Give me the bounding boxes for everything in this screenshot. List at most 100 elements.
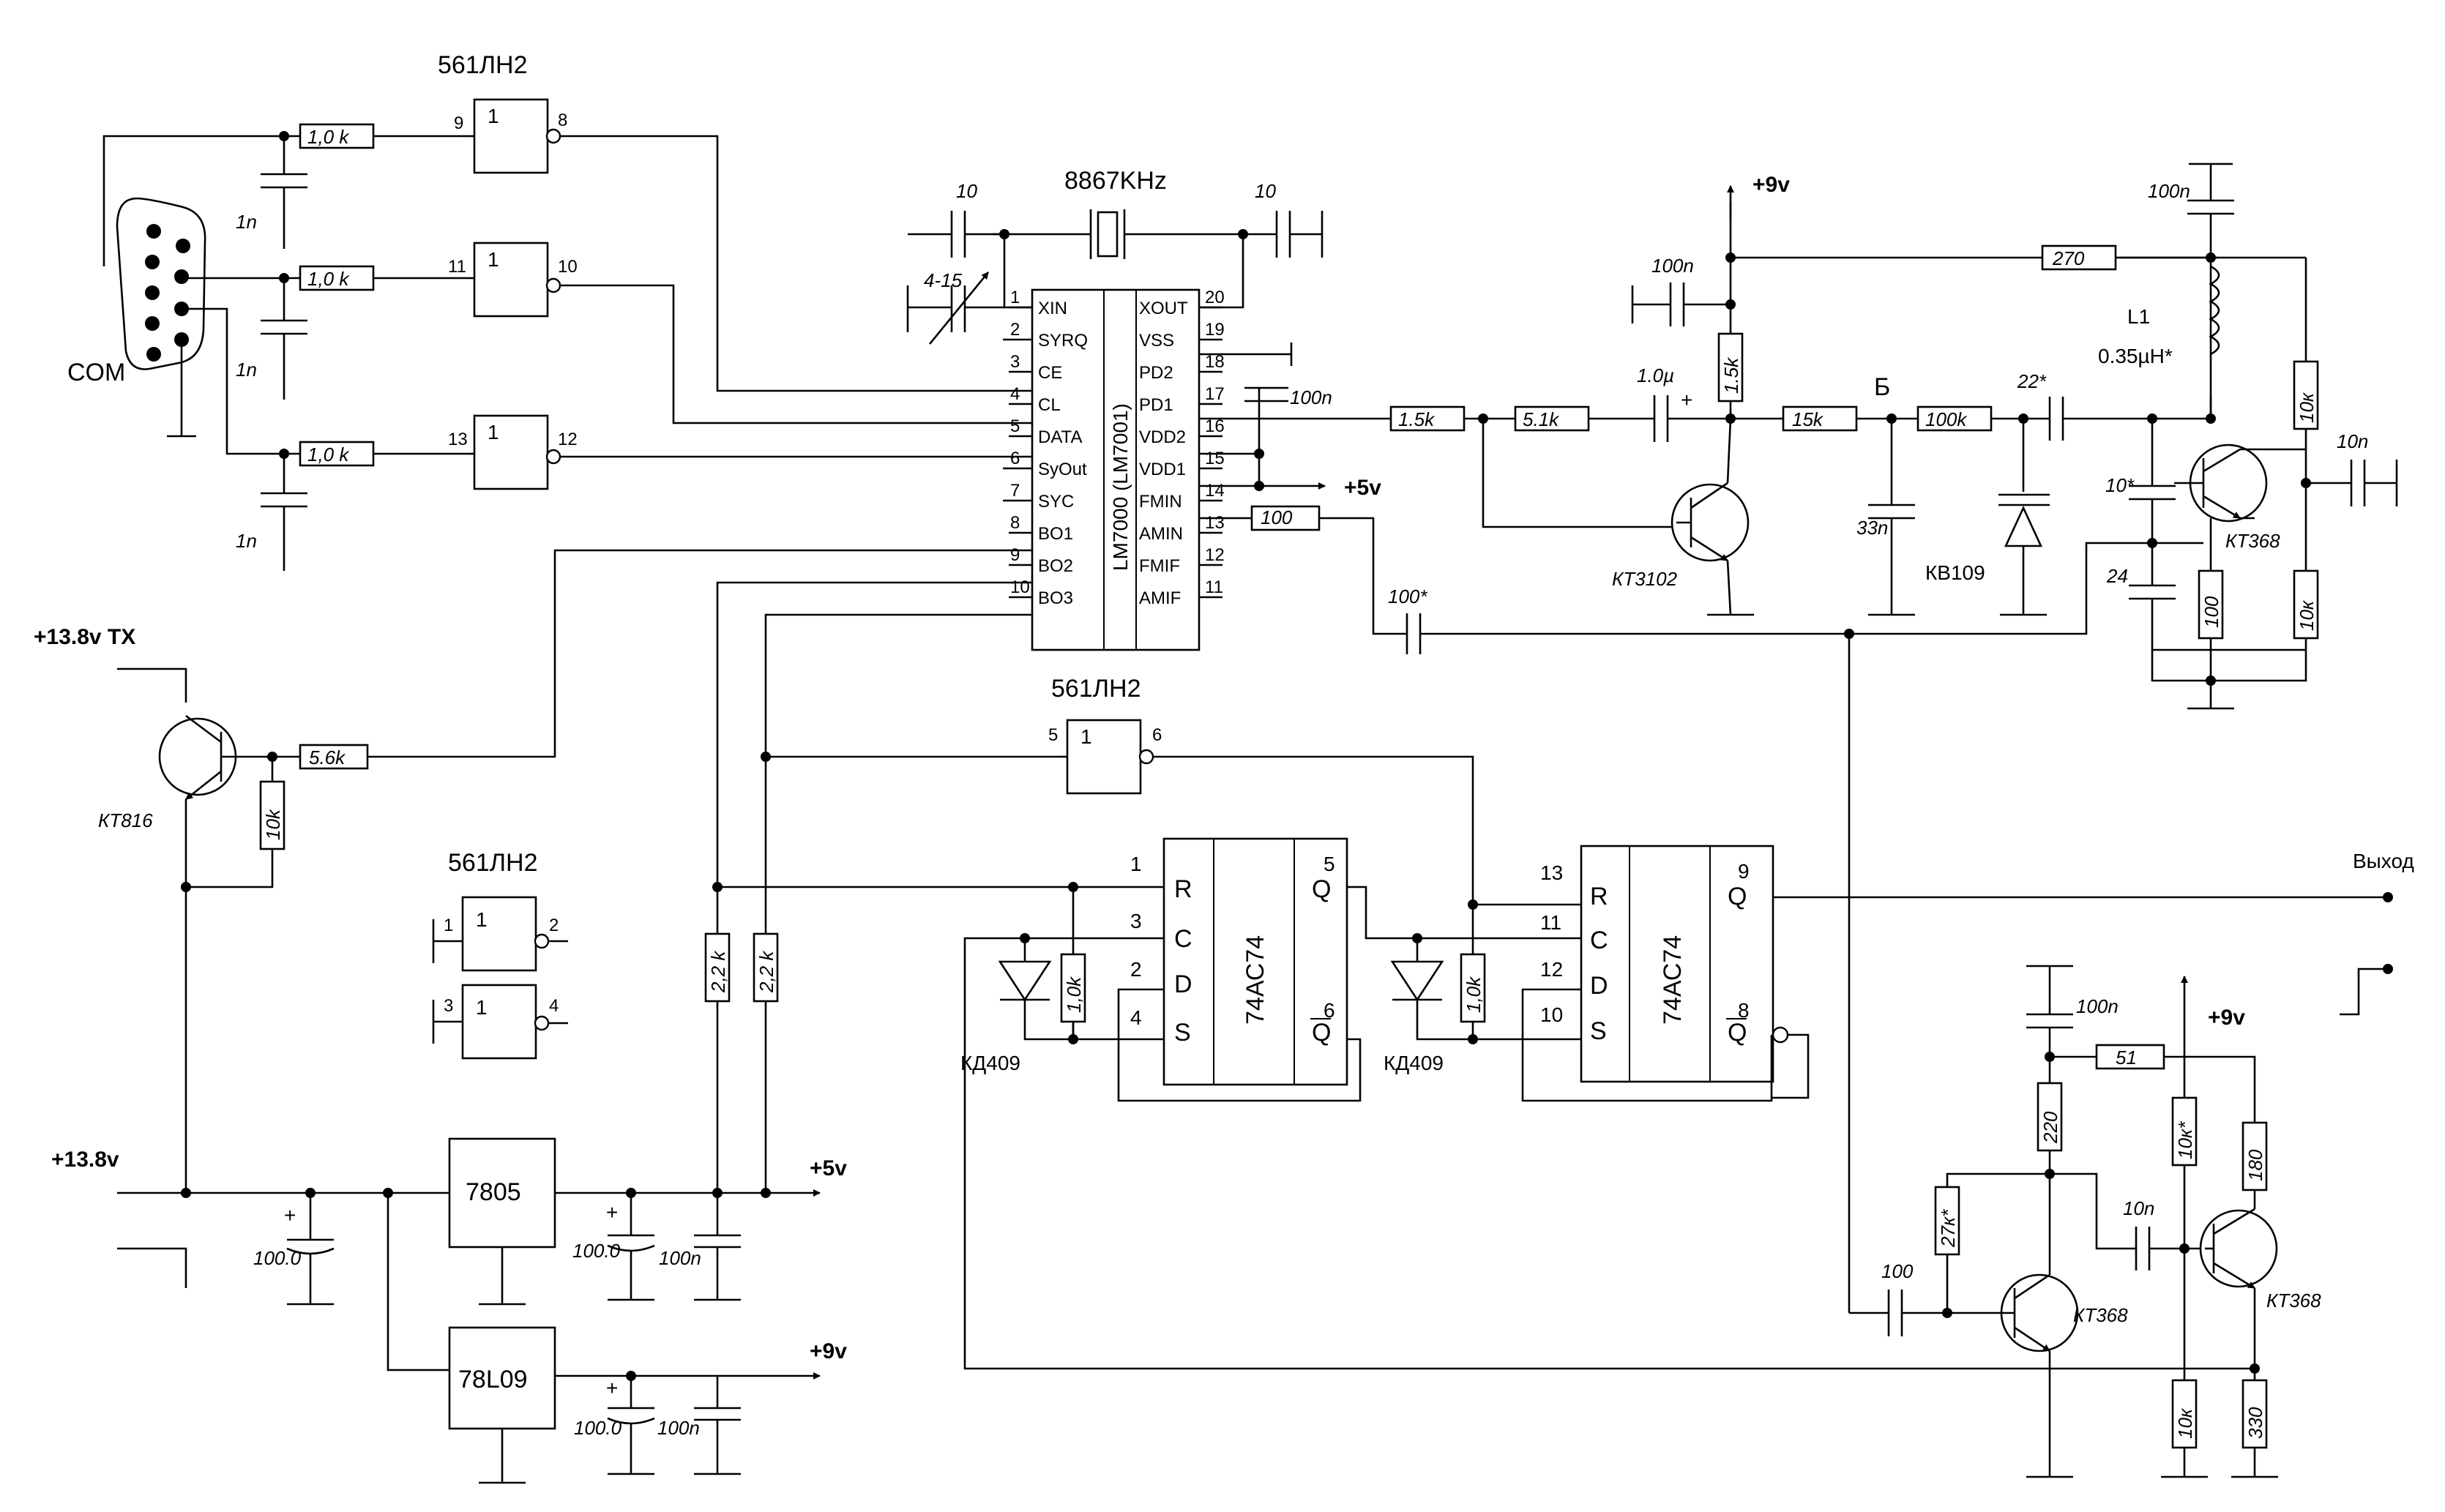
ff2-pin-qn: 8 xyxy=(1738,999,1750,1022)
d1-name: КД409 xyxy=(960,1052,1020,1074)
pll-pin-num-11: 11 xyxy=(1205,577,1223,597)
c-top: 100n xyxy=(2148,180,2190,202)
r-bo3: 2,2 k xyxy=(755,950,777,993)
r-100k: 100k xyxy=(1925,408,1968,430)
sp1-out: 2 xyxy=(549,916,559,935)
r-15k: 15k xyxy=(1792,408,1824,430)
c-amp-in: 100 xyxy=(1881,1260,1914,1282)
r-bo2: 2,2 k xyxy=(707,950,729,993)
pll-pin-name-13: AMIN xyxy=(1139,524,1183,544)
inverter-g4: 561ЛН2 1 5 6 xyxy=(1048,675,1474,905)
com-label: COM xyxy=(67,359,125,386)
inverter-group-top: 561ЛН2 1 9 8 1 11 10 1 13 12 xyxy=(438,51,578,490)
pll-pin-name-9: BO2 xyxy=(1038,556,1073,576)
ff1-d: D xyxy=(1174,970,1192,998)
c-reg5: 100n xyxy=(657,1417,700,1439)
r-com2: 1,0 k xyxy=(307,268,350,290)
ff1-name: 74АС74 xyxy=(1242,935,1269,1025)
r-270: 270 xyxy=(2052,247,2085,269)
pll-pin-num-17: 17 xyxy=(1205,384,1225,404)
c-out: 10n xyxy=(2337,430,2368,452)
pll-pin-name-6: SyOut xyxy=(1038,460,1087,479)
pll-pin-name-1: XIN xyxy=(1038,299,1067,318)
r-51: 51 xyxy=(2116,1047,2137,1068)
ff2-qn: Q xyxy=(1728,1019,1747,1047)
pll-pin-name-10: BO3 xyxy=(1038,588,1073,608)
ff2-pin-r: 13 xyxy=(1540,861,1563,884)
c-coup: 1.0µ xyxy=(1637,364,1674,386)
ff1-qn: Q xyxy=(1312,1019,1331,1047)
kt816: КТ816 xyxy=(98,809,153,831)
ff1-pin-s: 4 xyxy=(1130,1006,1142,1029)
c-com2: 1n xyxy=(236,359,257,381)
r-pd1a: 1.5k xyxy=(1398,408,1436,430)
pll-pin-name-7: SYC xyxy=(1038,492,1074,512)
ff2-pin-d: 12 xyxy=(1540,958,1563,981)
c-22: 22* xyxy=(2017,370,2047,392)
r-d2: 1,0k xyxy=(1463,976,1485,1013)
crystal-section: 8867KHz 10 10 4-15 xyxy=(906,167,1324,345)
ff2-name: 74АС74 xyxy=(1659,935,1687,1025)
c-reg1: 100.0 xyxy=(253,1247,302,1269)
pll-pin-name-16: VDD2 xyxy=(1139,427,1186,447)
r-220: 220 xyxy=(2039,1111,2061,1144)
pll-pin-num-7: 7 xyxy=(1010,481,1020,501)
inv-spare-label: 561ЛН2 xyxy=(448,849,538,877)
kt368-osc: КТ368 xyxy=(2225,530,2280,552)
d2-name: КД409 xyxy=(1384,1052,1444,1074)
ff2-pin-q: 9 xyxy=(1738,860,1750,883)
rail-out5: +5v xyxy=(810,1156,847,1180)
g2-in: 11 xyxy=(448,257,466,277)
c-x1: 10 xyxy=(956,180,977,202)
pll-pin-name-2: SYRQ xyxy=(1038,331,1088,351)
pll-pin-name-5: DATA xyxy=(1038,427,1082,447)
pll-right-nets: 100n +5v 100 100* xyxy=(1199,343,2152,654)
ff1-pin-c: 3 xyxy=(1130,910,1142,932)
r-180: 180 xyxy=(2244,1149,2266,1181)
ff2-s: S xyxy=(1590,1017,1607,1045)
r-330: 330 xyxy=(2244,1407,2266,1439)
com-connector: COM xyxy=(67,197,206,386)
crystal-freq: 8867KHz xyxy=(1064,167,1167,195)
r-27k: 27к* xyxy=(1937,1209,1959,1248)
r-10k-d: 10к xyxy=(2174,1407,2196,1439)
node-b: Б xyxy=(1874,373,1890,401)
g1-in: 9 xyxy=(454,113,463,133)
c-10star: 10* xyxy=(2105,474,2135,496)
rail-plus138: +13.8v xyxy=(51,1148,119,1172)
r-pd1b: 5.1k xyxy=(1523,408,1560,430)
pll-pin-name-18: PD2 xyxy=(1139,363,1173,383)
gate-sym-sp2: 1 xyxy=(476,996,488,1019)
g3-out: 12 xyxy=(558,430,578,449)
c-reg3: 100n xyxy=(659,1247,701,1269)
pll-pin-num-2: 2 xyxy=(1010,320,1020,340)
g3-in: 13 xyxy=(448,430,468,449)
rail-out9: +9v xyxy=(810,1339,847,1363)
pll-pin-name-3: CE xyxy=(1038,363,1062,383)
svg-text:+: + xyxy=(606,1201,618,1224)
pll-pin-name-17: PD1 xyxy=(1139,395,1173,415)
pll-pin-name-4: CL xyxy=(1038,395,1061,415)
ff1-r: R xyxy=(1174,875,1192,903)
pll-pin-name-11: AMIF xyxy=(1139,588,1181,608)
r-100: 100 xyxy=(2200,596,2222,628)
pll-ic: LM7000 (LM7001) xyxy=(1031,288,1201,651)
r-kt816-be: 10k xyxy=(262,808,284,840)
ff1-pin-d: 2 xyxy=(1130,958,1142,981)
pll-right-pins: 20XOUT19VSS18PD217PD116VDD215VDD114FMIN1… xyxy=(1139,288,1225,608)
pll-pin-num-13: 13 xyxy=(1205,513,1225,533)
pll-pin-num-14: 14 xyxy=(1205,481,1225,501)
c-x2: 10 xyxy=(1255,180,1276,202)
inv-top-label: 561ЛН2 xyxy=(438,51,528,79)
rail-plus9-top: +9v xyxy=(1752,173,1790,197)
bo-pullups: 2,2 k 2,2 k xyxy=(704,581,1164,1193)
reg-7805: 7805 xyxy=(466,1178,521,1206)
c-com1: 1n xyxy=(236,211,257,233)
ff1-c: C xyxy=(1174,925,1192,953)
flipflop-nets: 1,0k КД409 1,0k КД409 Выход xyxy=(960,850,2414,1370)
sp1-in: 1 xyxy=(444,916,453,935)
g2-out: 10 xyxy=(558,257,578,277)
pll-pin-num-18: 18 xyxy=(1205,352,1225,372)
gate-sym-3: 1 xyxy=(488,421,499,444)
